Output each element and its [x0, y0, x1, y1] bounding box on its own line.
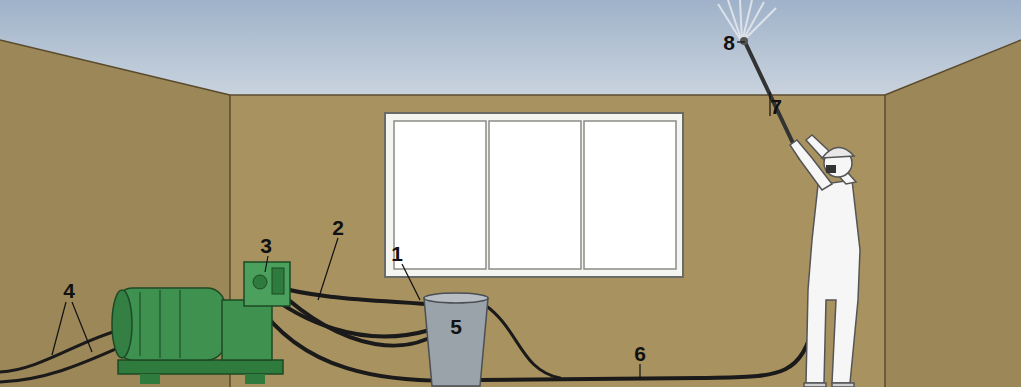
- spray-lance: [740, 37, 800, 158]
- bucket: [424, 293, 488, 386]
- right-wall: [885, 40, 1021, 387]
- pump-unit: [112, 262, 290, 384]
- back-wall: [230, 95, 885, 387]
- callout-number: 7: [770, 96, 782, 117]
- callout-number: 4: [63, 280, 75, 301]
- room-edges: [0, 40, 1021, 387]
- worker: [790, 135, 860, 387]
- callout-number: 3: [260, 235, 272, 256]
- callout-number: 5: [450, 316, 462, 337]
- leader-lines: [52, 42, 770, 378]
- window: [385, 113, 683, 277]
- hoses: [0, 285, 815, 382]
- callout-number: 1: [391, 243, 403, 264]
- left-wall: [0, 40, 230, 387]
- callout-number: 6: [634, 343, 646, 364]
- callout-number: 2: [332, 217, 344, 238]
- callout-number: 8: [723, 32, 735, 53]
